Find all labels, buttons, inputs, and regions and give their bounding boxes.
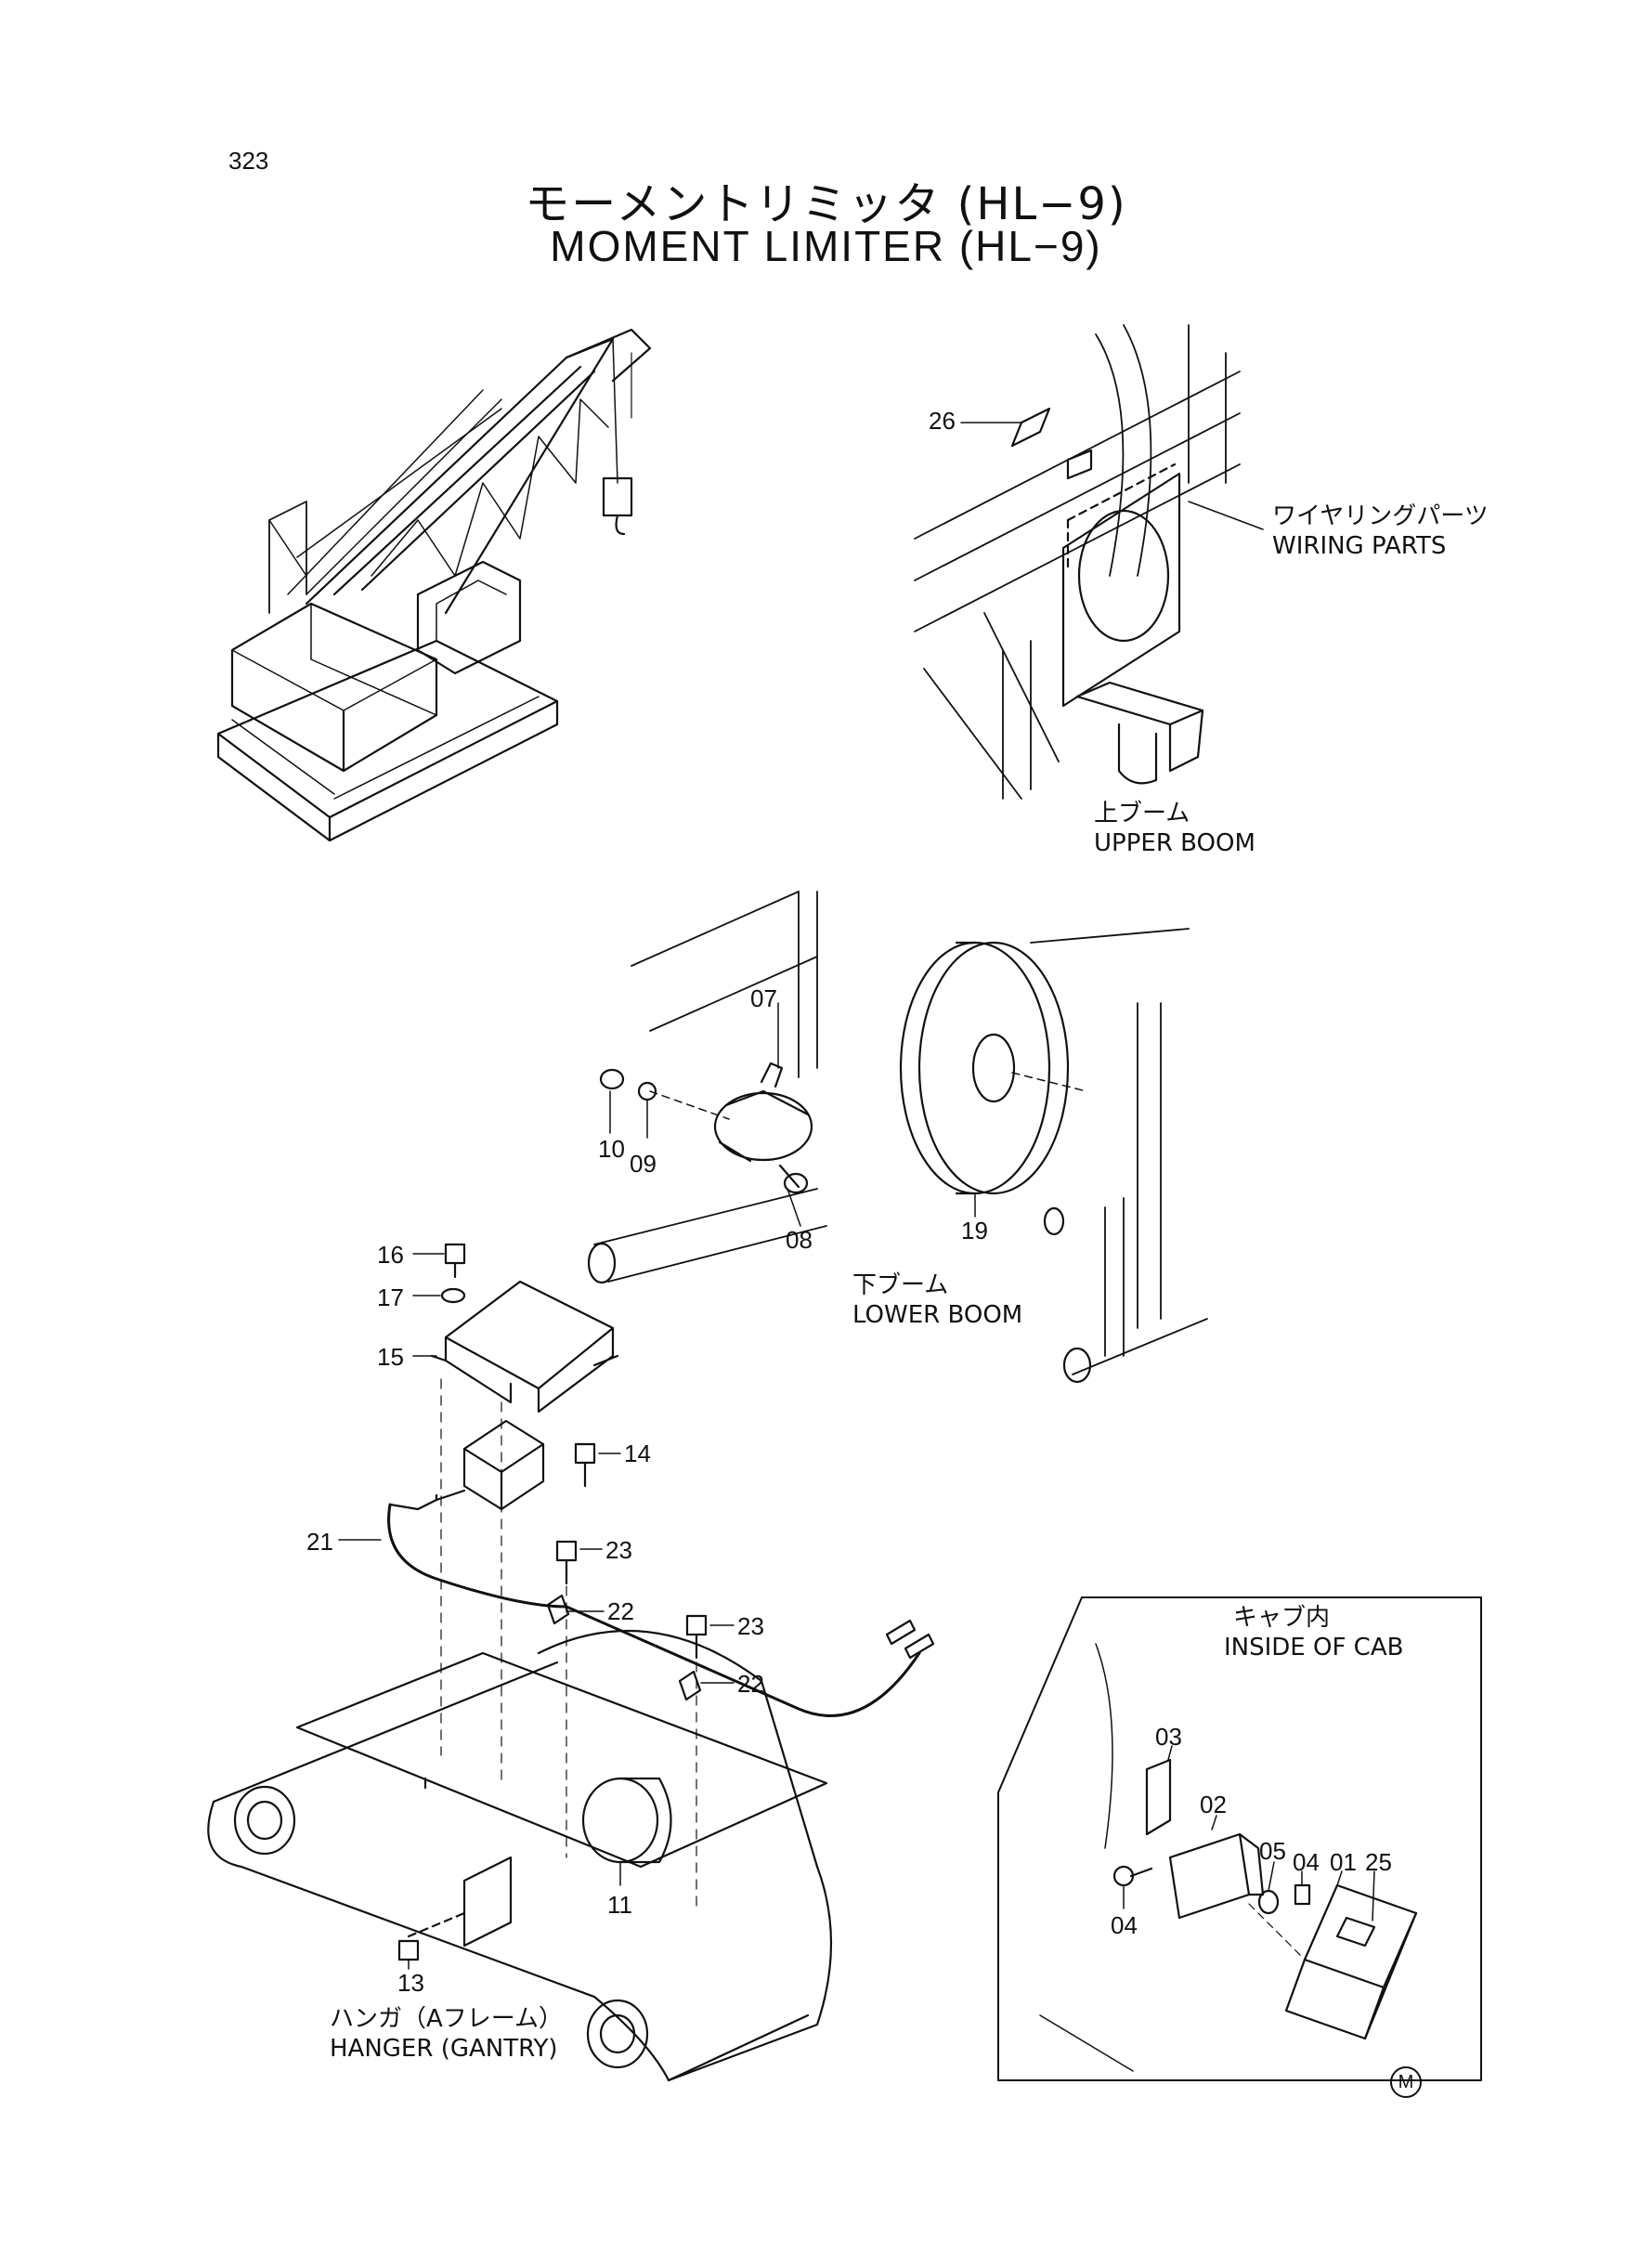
label-inside-of-cab: キャブ内 INSIDE OF CAB bbox=[1224, 1603, 1403, 1662]
callout-25: 25 bbox=[1365, 1848, 1392, 1876]
hanger-assembly-detail bbox=[207, 1243, 935, 2082]
page-title-japanese: モーメントリミッタ (HL−9) bbox=[525, 178, 1127, 230]
label-upper-boom: 上ブーム UPPER BOOM bbox=[1094, 799, 1255, 858]
callout-11: 11 bbox=[607, 1891, 632, 1919]
callout-09: 09 bbox=[630, 1150, 657, 1178]
callout-02: 02 bbox=[1200, 1791, 1227, 1818]
callout-05: 05 bbox=[1259, 1837, 1286, 1865]
upper-boom-detail bbox=[914, 324, 1264, 800]
crane-overview-illustration bbox=[216, 328, 652, 842]
manufacturer-mark: M bbox=[1390, 2066, 1422, 2098]
callout-23-upper: 23 bbox=[605, 1536, 632, 1564]
callout-07: 07 bbox=[750, 984, 777, 1012]
callout-01: 01 bbox=[1330, 1848, 1357, 1876]
page-title-english: MOMENT LIMITER (HL−9) bbox=[550, 222, 1102, 270]
label-upper-boom-jp: 上ブーム bbox=[1094, 800, 1190, 827]
label-lower-boom-jp: 下ブーム bbox=[852, 1271, 949, 1299]
label-hanger-gantry: ハンガ（Aフレーム） HANGER (GANTRY) bbox=[330, 2004, 563, 2064]
callout-22-lower: 22 bbox=[737, 1670, 764, 1698]
page-number: 323 bbox=[228, 147, 269, 175]
callout-04-left: 04 bbox=[1111, 1911, 1138, 1939]
label-hanger-en: HANGER (GANTRY) bbox=[330, 2035, 558, 2063]
inside-cab-detail bbox=[997, 1596, 1482, 2081]
callout-26: 26 bbox=[929, 407, 956, 435]
callout-16: 16 bbox=[377, 1241, 404, 1269]
label-upper-boom-en: UPPER BOOM bbox=[1094, 829, 1255, 857]
callout-19: 19 bbox=[961, 1217, 988, 1244]
callout-14: 14 bbox=[624, 1440, 651, 1467]
label-wiring-parts: ワイヤリングパーツ WIRING PARTS bbox=[1272, 502, 1489, 561]
label-wiring-parts-en: WIRING PARTS bbox=[1272, 532, 1447, 560]
callout-04-right: 04 bbox=[1293, 1848, 1320, 1876]
callout-15: 15 bbox=[377, 1343, 404, 1371]
callout-03: 03 bbox=[1155, 1723, 1182, 1751]
callout-23-lower: 23 bbox=[737, 1612, 764, 1640]
label-inside-of-cab-jp: キャブ内 bbox=[1233, 1604, 1331, 1632]
callout-21: 21 bbox=[306, 1528, 333, 1556]
callout-22-upper: 22 bbox=[607, 1597, 634, 1625]
label-wiring-parts-jp: ワイヤリングパーツ bbox=[1272, 502, 1489, 530]
label-lower-boom: 下ブーム LOWER BOOM bbox=[852, 1270, 1022, 1330]
callout-08: 08 bbox=[786, 1226, 813, 1254]
callout-17: 17 bbox=[377, 1283, 404, 1311]
callout-13: 13 bbox=[397, 1969, 424, 1997]
label-hanger-jp: ハンガ（Aフレーム） bbox=[330, 2005, 564, 2033]
label-lower-boom-en: LOWER BOOM bbox=[852, 1301, 1023, 1329]
lower-boom-detail bbox=[587, 891, 1208, 1384]
callout-10: 10 bbox=[598, 1135, 625, 1163]
label-inside-of-cab-en: INSIDE OF CAB bbox=[1224, 1634, 1404, 1661]
